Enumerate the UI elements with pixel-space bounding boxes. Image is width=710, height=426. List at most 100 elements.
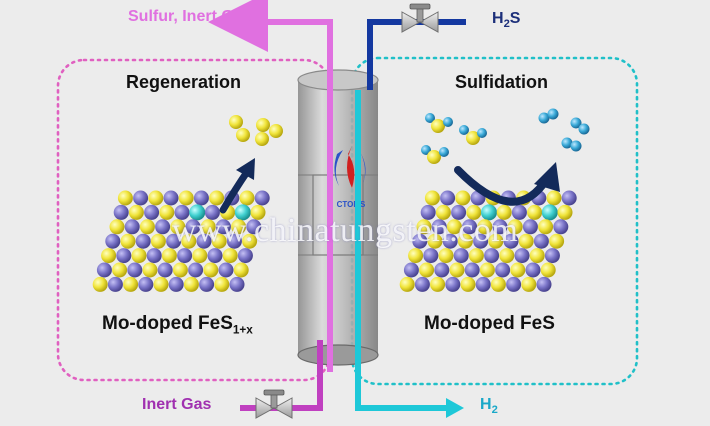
mo-doped-fes1x-label-main: Mo-doped FeS	[102, 313, 233, 334]
sulfur-atom	[181, 233, 197, 249]
sulfur-atom	[242, 233, 258, 249]
sulfur-atom	[435, 204, 451, 220]
h-atom	[439, 147, 449, 157]
sulfur-atom	[477, 219, 493, 235]
sulfur-atom	[538, 219, 554, 235]
fe-atom	[254, 190, 270, 206]
sulfur-atom	[430, 276, 446, 292]
fe-atom	[423, 248, 439, 264]
sulfur-atom	[446, 219, 462, 235]
fe-atom	[163, 190, 179, 206]
sulfur-atom	[211, 233, 227, 249]
sulfur-atom	[269, 124, 283, 138]
sulfur-atom	[521, 276, 537, 292]
sulfur-atom	[161, 248, 177, 264]
sulfidation-label: Sulfidation	[455, 72, 548, 92]
sulfur-atom	[203, 262, 219, 278]
sulfur-atom	[239, 190, 255, 206]
sulfur-atom	[460, 276, 476, 292]
sulfur-atom	[128, 204, 144, 220]
mo-atom	[481, 204, 497, 221]
h2s-label-s: S	[509, 10, 521, 27]
mo-doped-fes-label: Mo-doped FeS	[424, 313, 555, 334]
sulfur-atom	[518, 233, 534, 249]
fe-atom	[246, 219, 262, 235]
fe-atom	[157, 262, 173, 278]
fe-atom	[144, 204, 160, 220]
h2-label-sub: 2	[491, 403, 498, 416]
h-atom	[538, 112, 550, 124]
fe-atom	[133, 190, 149, 206]
fe-atom	[533, 233, 549, 249]
sulfur-atom	[479, 262, 495, 278]
sulfur-atom	[120, 233, 136, 249]
h-atom	[570, 140, 582, 152]
h2s-molecules	[421, 113, 487, 164]
fe-atom	[193, 190, 209, 206]
logo-text: CTOMS	[337, 200, 366, 209]
sulfur-atom	[510, 262, 526, 278]
ctoms-logo: CTOMS	[334, 146, 366, 209]
fe-atom	[561, 190, 577, 206]
sulfur-atom	[549, 233, 565, 249]
mo-doped-fes1x-lattice	[92, 190, 270, 292]
mo-atom	[541, 204, 558, 221]
sulfur-atom	[399, 276, 415, 292]
fe-atom	[207, 248, 223, 264]
sulfur-atom	[170, 219, 186, 235]
sulfur-atom	[427, 150, 441, 164]
h2s-label: H2S	[492, 10, 520, 30]
sulfur-atom	[416, 219, 432, 235]
h-atom	[561, 137, 573, 149]
fe-atom	[155, 219, 171, 235]
fe-atom	[431, 219, 447, 235]
sulfur-atom	[209, 190, 225, 206]
fe-atom	[473, 233, 489, 249]
sulfur-atom	[507, 219, 523, 235]
fe-atom	[135, 233, 151, 249]
sulfur-atom	[150, 233, 166, 249]
fe-atom	[403, 262, 419, 278]
fe-atom	[475, 276, 491, 292]
sulfur-atom	[455, 190, 471, 206]
sulfur-atom	[172, 262, 188, 278]
inert-gas-label: Inert Gas	[142, 396, 212, 413]
h2s-label-sub: 2	[503, 17, 510, 30]
fe-atom	[453, 248, 469, 264]
fe-atom	[445, 276, 461, 292]
sulfur-atom	[200, 219, 216, 235]
fe-atom	[536, 276, 552, 292]
fe-atom	[514, 248, 530, 264]
sulfur-atom	[256, 118, 270, 132]
sulfur-atom	[117, 190, 133, 206]
fe-atom	[503, 233, 519, 249]
sulfur-atom	[466, 204, 482, 220]
h2-outlet-pipe	[355, 90, 448, 411]
sulfur-atom	[490, 276, 506, 292]
fe-atom	[113, 204, 129, 220]
mo-doped-fes1x-label: Mo-doped FeS1+x	[102, 313, 253, 337]
fe-atom	[127, 262, 143, 278]
sulfur-atom	[131, 248, 147, 264]
reactor-cylinder	[297, 69, 379, 366]
fe-atom	[166, 233, 182, 249]
sulfur-atom	[499, 248, 515, 264]
fe-atom	[146, 248, 162, 264]
sulfur-atom	[449, 262, 465, 278]
h2-label: H2	[480, 396, 498, 416]
fe-atom	[420, 204, 436, 220]
h-atom	[578, 123, 590, 135]
sulfur-atom	[438, 248, 454, 264]
sulfur-atom	[466, 131, 480, 145]
sulfur-atom	[496, 204, 512, 220]
sulfur-atom	[250, 204, 266, 220]
fe-atom	[462, 219, 478, 235]
h-atom	[570, 117, 582, 129]
sulfur-atom	[139, 219, 155, 235]
sulfur-atom	[123, 276, 139, 292]
sulfur-atom	[159, 204, 175, 220]
fe-atom	[544, 248, 560, 264]
sulfur-atom	[231, 219, 247, 235]
sulfur-atom	[233, 262, 249, 278]
sulfur-atom	[431, 119, 445, 133]
